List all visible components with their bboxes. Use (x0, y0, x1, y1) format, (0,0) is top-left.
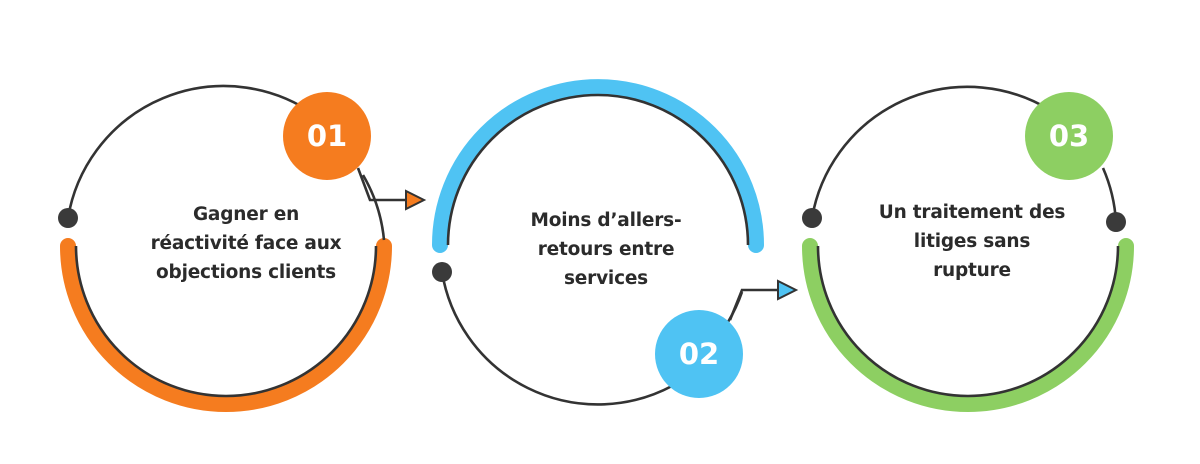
step-1-top-line (66, 84, 316, 219)
step-1-text-line: Gagner en (192, 204, 300, 225)
step-2-text-line: retours entre (537, 239, 675, 260)
step-1-number-badge: 01 (283, 92, 371, 180)
step-3-inner-line (816, 245, 1120, 398)
step-2-number-badge: 02 (655, 310, 743, 398)
step-3-number-badge: 03 (1025, 92, 1113, 180)
step-1-orange-arc (60, 238, 392, 412)
step-3-text-line: Un traitement des (878, 202, 1066, 223)
step-3-right-dot (1106, 212, 1126, 232)
step-1-text: Gagner en réactivité face aux objections… (126, 200, 366, 287)
step-3-text-line: rupture (933, 260, 1011, 281)
step-3-left-dot (802, 208, 822, 228)
connector-2-3-arrow (777, 279, 799, 301)
step-2-number: 02 (678, 337, 720, 371)
step-1-text-line: réactivité face aux (150, 233, 342, 254)
connector-1-2 (356, 167, 408, 202)
step-1-right-line (361, 174, 386, 241)
step-1-dot (58, 208, 78, 228)
step-3-green-arc (802, 238, 1134, 412)
step-1-text-line: objections clients (156, 262, 336, 283)
step-3-text: Un traitement des litiges sans rupture (852, 198, 1092, 285)
step-3-top-line (810, 85, 1051, 219)
step-3-text-line: litiges sans (913, 231, 1031, 252)
step-2-text-line: Moins d’allers- (530, 210, 682, 231)
step-2-text-line: services (563, 268, 648, 289)
step-2-inner-line (446, 93, 750, 246)
step-2-blue-arc (432, 79, 764, 253)
step-1-number: 01 (306, 119, 348, 153)
connector-2-3 (728, 288, 780, 321)
connector-1-2-arrow (405, 189, 427, 211)
step-1-inner-line (74, 245, 378, 398)
step-2-bottom-line (440, 271, 673, 406)
step-3-number: 03 (1048, 119, 1090, 153)
step-2-dot (432, 262, 452, 282)
step-2-text: Moins d’allers- retours entre services (486, 206, 726, 293)
